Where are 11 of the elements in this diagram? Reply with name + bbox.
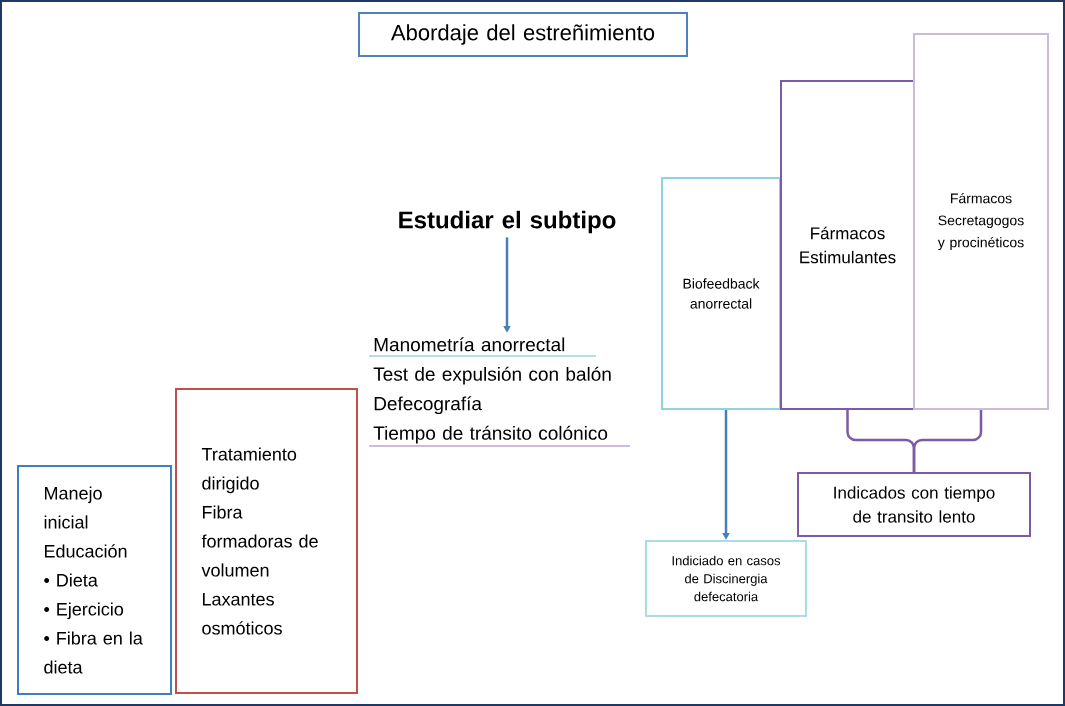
process-box: Manejo inicial Educación • Dieta • Ejercicio • Fibra en la dieta bbox=[17, 465, 172, 695]
heading-text: Estudiar el subtipo bbox=[399, 210, 616, 234]
note-box: Indicados con tiempo de transito lento bbox=[797, 472, 1031, 537]
note-box: Indiciado en casos de Discinergia defecatoria bbox=[645, 540, 807, 617]
process-box: Tratamiento dirigido Fibra formadoras de volumen Laxantes osmóticos bbox=[175, 388, 358, 694]
treatment-box: Fármacos Estimulantes bbox=[780, 80, 915, 410]
title-box: Abordaje del estreñimiento bbox=[358, 12, 688, 57]
test-list: Manometría anorrectal Test de expulsión con balón Defecografía Tiempo de tránsito colónico bbox=[373, 337, 611, 444]
treatment-box: Fármacos Secretagogos y procinéticos bbox=[913, 33, 1049, 410]
treatment-box: Biofeedback anorrectal bbox=[661, 177, 781, 410]
brace-connector bbox=[912, 410, 983, 472]
